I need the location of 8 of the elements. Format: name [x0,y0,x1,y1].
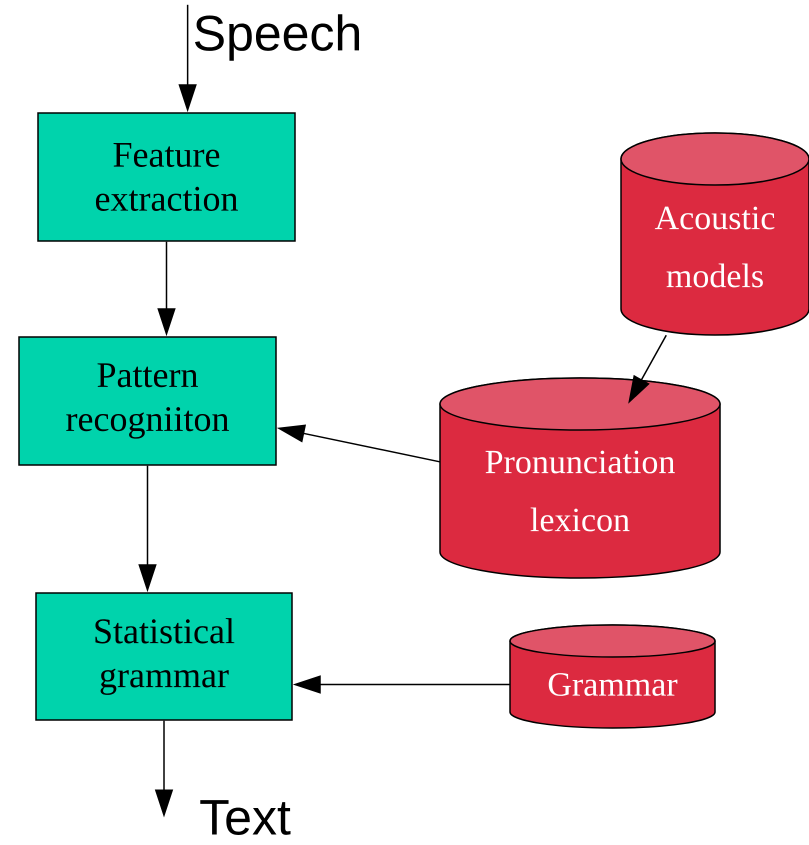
text-label: Speech [194,14,360,61]
database-cylinder: Grammar [509,624,716,729]
database-cylinder: Acoustic models [620,132,809,336]
process-box: Statistical grammar [35,592,293,721]
process-box: Pattern recogniiton [18,336,277,466]
database-cylinder: Pronunciation lexicon [439,377,721,579]
text-label: Text [200,800,291,835]
process-box: Feature extraction [37,112,296,242]
